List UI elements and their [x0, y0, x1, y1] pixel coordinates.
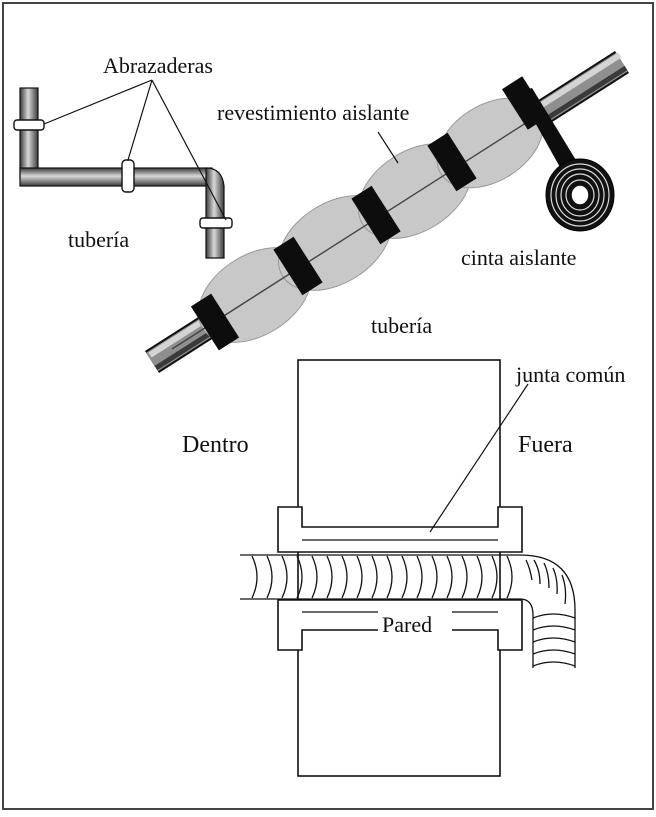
wall-label-bg [378, 610, 452, 636]
small-pipe-horizontal [19, 167, 213, 187]
clamp-1 [13, 119, 45, 131]
clamp-leader-1 [43, 79, 153, 125]
insulated-pipe-assembly: revestimiento aislante cinta aislante tu… [145, 51, 629, 373]
joint-leader [429, 383, 529, 533]
wall-block [297, 359, 501, 777]
pipe-axis-line [171, 113, 541, 350]
clamp-leader-2 [127, 79, 153, 161]
sleeve-upper [277, 506, 523, 553]
clamp-3 [199, 217, 233, 229]
tape-band-1 [190, 293, 240, 351]
tape-band-2 [273, 236, 323, 296]
coiled-pipe [240, 554, 576, 668]
insulation-leader [377, 131, 399, 164]
wall-penetration-assembly: junta común Dentro Fuera Pared [182, 359, 625, 777]
clamp-leader-3 [151, 79, 227, 221]
pipe-label-left: tubería [68, 227, 129, 252]
tape-strip [518, 88, 582, 178]
wall-label: Pared [382, 612, 432, 637]
tape-roll-core [570, 184, 590, 206]
small-pipe-vertical-left [19, 87, 39, 179]
insulation-label: revestimiento aislante [217, 100, 409, 125]
clamps-label: Abrazaderas [103, 53, 213, 78]
small-pipe-assembly: Abrazaderas tubería [13, 53, 233, 259]
tape-band-3 [351, 185, 401, 245]
tape-label: cinta aislante [461, 245, 576, 270]
clamp-2 [121, 159, 135, 193]
inside-label: Dentro [182, 432, 249, 458]
tape-roll [545, 158, 615, 232]
tape-band-4 [427, 132, 477, 192]
outside-label: Fuera [518, 432, 573, 458]
pipe-label-center: tubería [371, 313, 432, 338]
joint-label: junta común [515, 362, 625, 387]
small-pipe-elbow [205, 167, 225, 259]
